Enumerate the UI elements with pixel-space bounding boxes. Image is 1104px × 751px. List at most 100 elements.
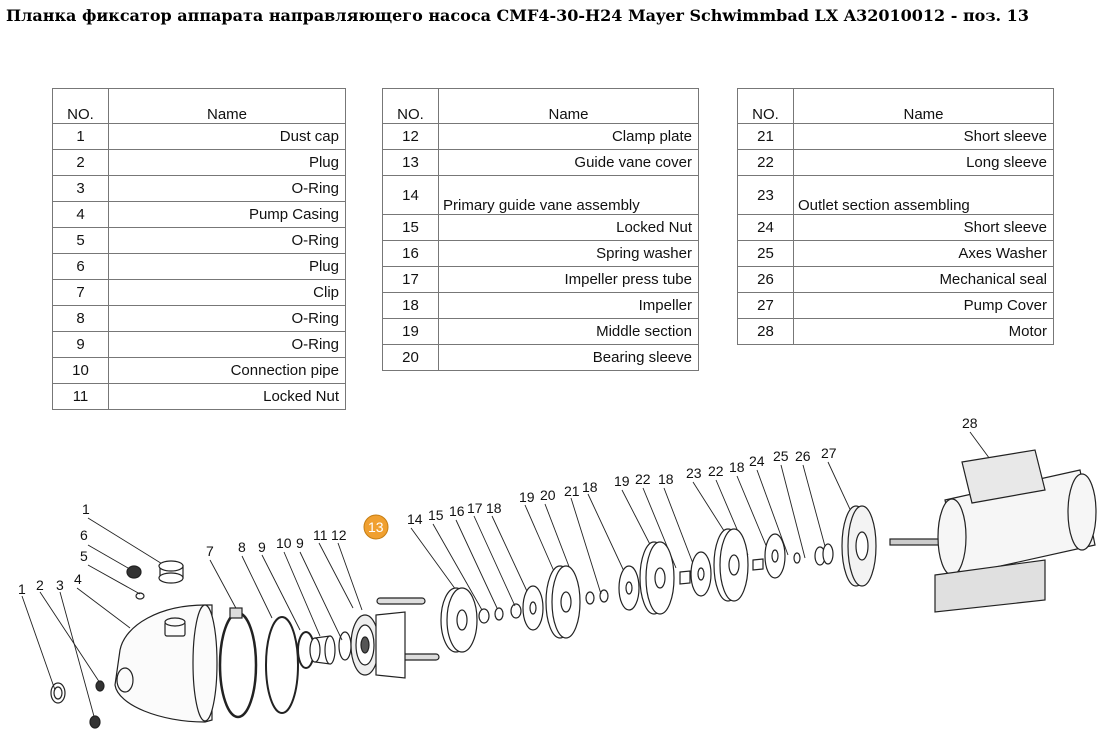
- part-clip: [218, 607, 258, 719]
- header-no: NO.: [737, 88, 794, 124]
- part-mechanical-seal: [814, 543, 834, 566]
- part-name: Impeller: [438, 292, 699, 319]
- callout-1: 1: [18, 581, 26, 597]
- part-no: 12: [382, 123, 439, 150]
- table-header-row: NO. Name: [52, 88, 346, 124]
- part-axes-washer: [793, 552, 801, 564]
- callout-19b: 19: [614, 473, 630, 489]
- part-no: 24: [737, 214, 794, 241]
- part-name: Motor: [793, 318, 1054, 345]
- part-name: Plug: [108, 253, 346, 280]
- part-name: Dust cap: [108, 123, 346, 150]
- header-name: Name: [108, 88, 346, 124]
- callout-18c: 18: [658, 471, 674, 487]
- part-no: 6: [52, 253, 109, 280]
- part-plug-3: [89, 715, 101, 729]
- callout-11: 11: [313, 527, 328, 543]
- part-name: Pump Cover: [793, 292, 1054, 319]
- part-no: 16: [382, 240, 439, 267]
- part-name: Short sleeve: [793, 214, 1054, 241]
- callout-10: 10: [276, 535, 292, 551]
- callout-15: 15: [428, 507, 444, 523]
- header-name: Name: [438, 88, 699, 124]
- header-no: NO.: [52, 88, 109, 124]
- part-name: O-Ring: [108, 331, 346, 358]
- part-no: 11: [52, 383, 109, 410]
- part-no: 26: [737, 266, 794, 293]
- part-cap-top: [158, 560, 184, 584]
- part-no: 2: [52, 149, 109, 176]
- part-no: 25: [737, 240, 794, 267]
- callout-19a: 19: [519, 489, 535, 505]
- part-name: Clip: [108, 279, 346, 306]
- callout-5: 5: [80, 548, 88, 564]
- part-no: 19: [382, 318, 439, 345]
- part-pump-cover: [841, 505, 877, 587]
- part-impeller-1: [522, 585, 544, 631]
- part-name: Locked Nut: [438, 214, 699, 241]
- part-name: Guide vane cover: [438, 149, 699, 176]
- part-motor: [934, 449, 1097, 613]
- part-no: 23: [737, 175, 794, 215]
- part-connection-pipe: [309, 635, 336, 665]
- part-name: Locked Nut: [108, 383, 346, 410]
- callout-3: 3: [56, 577, 64, 593]
- part-short-sleeve-2: [752, 558, 764, 571]
- callout-4: 4: [74, 571, 82, 587]
- part-name: Primary guide vane assembly: [438, 175, 699, 215]
- callout-13: 13: [368, 519, 384, 535]
- part-no: 10: [52, 357, 109, 384]
- part-name: Long sleeve: [793, 149, 1054, 176]
- callout-7: 7: [206, 543, 214, 559]
- part-no: 14: [382, 175, 439, 215]
- exploded-view-diagram: 1 2 3 4 1 6 5 7 8 9 10 9 11 12 13 14 15 …: [18, 415, 1097, 729]
- part-name: Clamp plate: [438, 123, 699, 150]
- part-o-ring-8: [265, 616, 299, 714]
- part-name: Outlet section assembling: [793, 175, 1054, 215]
- table-header-row: NO. Name: [382, 88, 699, 124]
- callout-25: 25: [773, 448, 789, 464]
- part-plug-2: [95, 680, 105, 692]
- part-no: 20: [382, 344, 439, 371]
- callout-23: 23: [686, 465, 702, 481]
- part-pump-casing: [114, 604, 218, 723]
- callout-14: 14: [407, 511, 423, 527]
- part-no: 27: [737, 292, 794, 319]
- part-no: 3: [52, 175, 109, 202]
- part-no: 5: [52, 227, 109, 254]
- callout-1-top: 1: [82, 501, 90, 517]
- part-impeller-4: [764, 533, 786, 579]
- part-no: 22: [737, 149, 794, 176]
- table-header-row: NO. Name: [737, 88, 1054, 124]
- callout-18a: 18: [486, 500, 502, 516]
- part-impeller-3: [690, 551, 712, 597]
- part-name: Mechanical seal: [793, 266, 1054, 293]
- part-name: Axes Washer: [793, 240, 1054, 267]
- part-no: 18: [382, 292, 439, 319]
- callout-22a: 22: [635, 471, 651, 487]
- callout-27: 27: [821, 445, 837, 461]
- callout-13-highlight: [363, 514, 389, 540]
- callout-12: 12: [331, 527, 347, 543]
- callout-21: 21: [564, 483, 580, 499]
- part-middle-section-2: [639, 541, 675, 615]
